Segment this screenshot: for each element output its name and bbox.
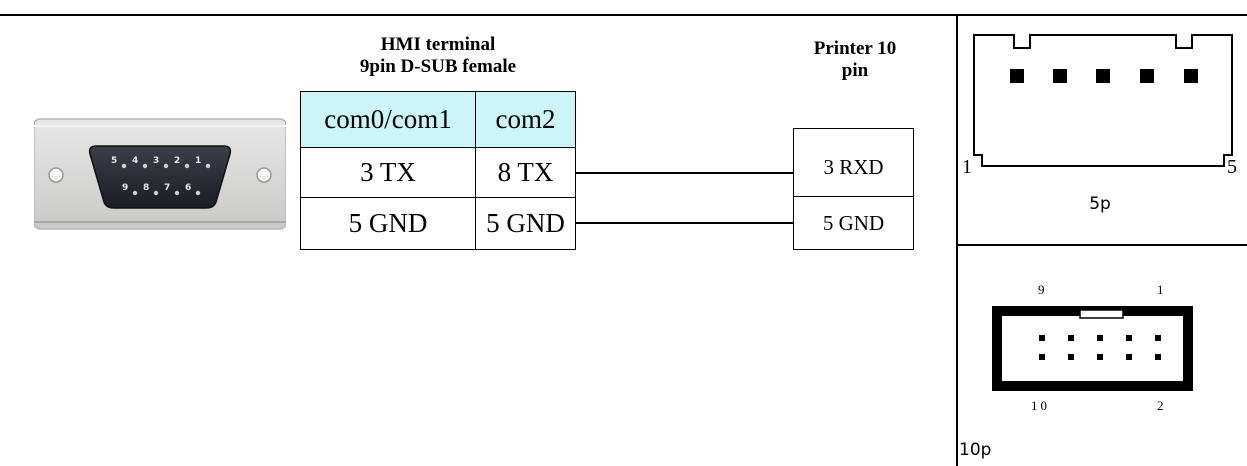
connector-5p-left-number: 1 <box>962 156 972 178</box>
dsub-pin-label: 6 <box>185 183 191 193</box>
connector-5p-caption: 5p <box>1089 194 1111 214</box>
connector-10p-bottom-right-number: 2 <box>1157 398 1164 413</box>
hmi-header-com0-com1: com0/com1 <box>300 91 476 148</box>
hmi-cell-com2-tx: 8 TX <box>475 147 576 198</box>
printer-pin-gnd: 5 GND <box>793 196 914 250</box>
printer-title: Printer 10 pin <box>760 38 950 82</box>
dsub-pin-label: 3 <box>153 156 159 166</box>
dsub-pin-label: 4 <box>132 156 138 166</box>
hmi-cell-com2-gnd: 5 GND <box>475 197 576 250</box>
printer-pin-rxd: 3 RXD <box>793 128 914 197</box>
top-border-line <box>0 14 1247 16</box>
connector-10p-top-right-number: 1 <box>1157 282 1164 297</box>
hmi-title-line2: 9pin D-SUB female <box>359 56 517 77</box>
dsub-pin-label: 2 <box>174 156 180 166</box>
connector-10p-diagram <box>992 306 1193 391</box>
right-panel-divider <box>956 14 958 466</box>
dsub-pin-label: 5 <box>111 156 117 166</box>
dsub-connector-image: 5 4 3 2 1 9 8 7 6 <box>34 118 286 230</box>
right-screw-icon <box>256 167 272 183</box>
hmi-header-com2: com2 <box>475 91 576 148</box>
left-screw-icon <box>48 167 64 183</box>
hmi-cell-com01-tx: 3 TX <box>300 147 476 198</box>
hmi-terminal-title: HMI terminal 9pin D-SUB female <box>300 34 576 78</box>
hmi-title-line1: HMI terminal <box>380 34 496 55</box>
hmi-cell-com01-gnd: 5 GND <box>300 197 476 250</box>
printer-title-line1: Printer 10 <box>813 38 897 59</box>
connector-5p-diagram <box>973 34 1233 167</box>
dsub-pin-label: 8 <box>143 183 149 193</box>
connector-10p-caption: 10p <box>959 440 992 460</box>
wire-gnd-to-gnd <box>576 222 794 224</box>
connector-10p-bottom-left-number: 10 <box>1031 398 1050 413</box>
connector-5p-right-number: 5 <box>1227 156 1237 178</box>
dsub-pin-label: 7 <box>164 183 170 193</box>
connector-10p-top-left-number: 9 <box>1038 282 1045 297</box>
right-panel-separator <box>956 244 1247 246</box>
dsub-pin-label: 9 <box>122 183 128 193</box>
wire-tx-to-rxd <box>576 172 794 174</box>
printer-title-line2: pin <box>841 60 869 81</box>
dsub-pin-label: 1 <box>195 156 201 166</box>
